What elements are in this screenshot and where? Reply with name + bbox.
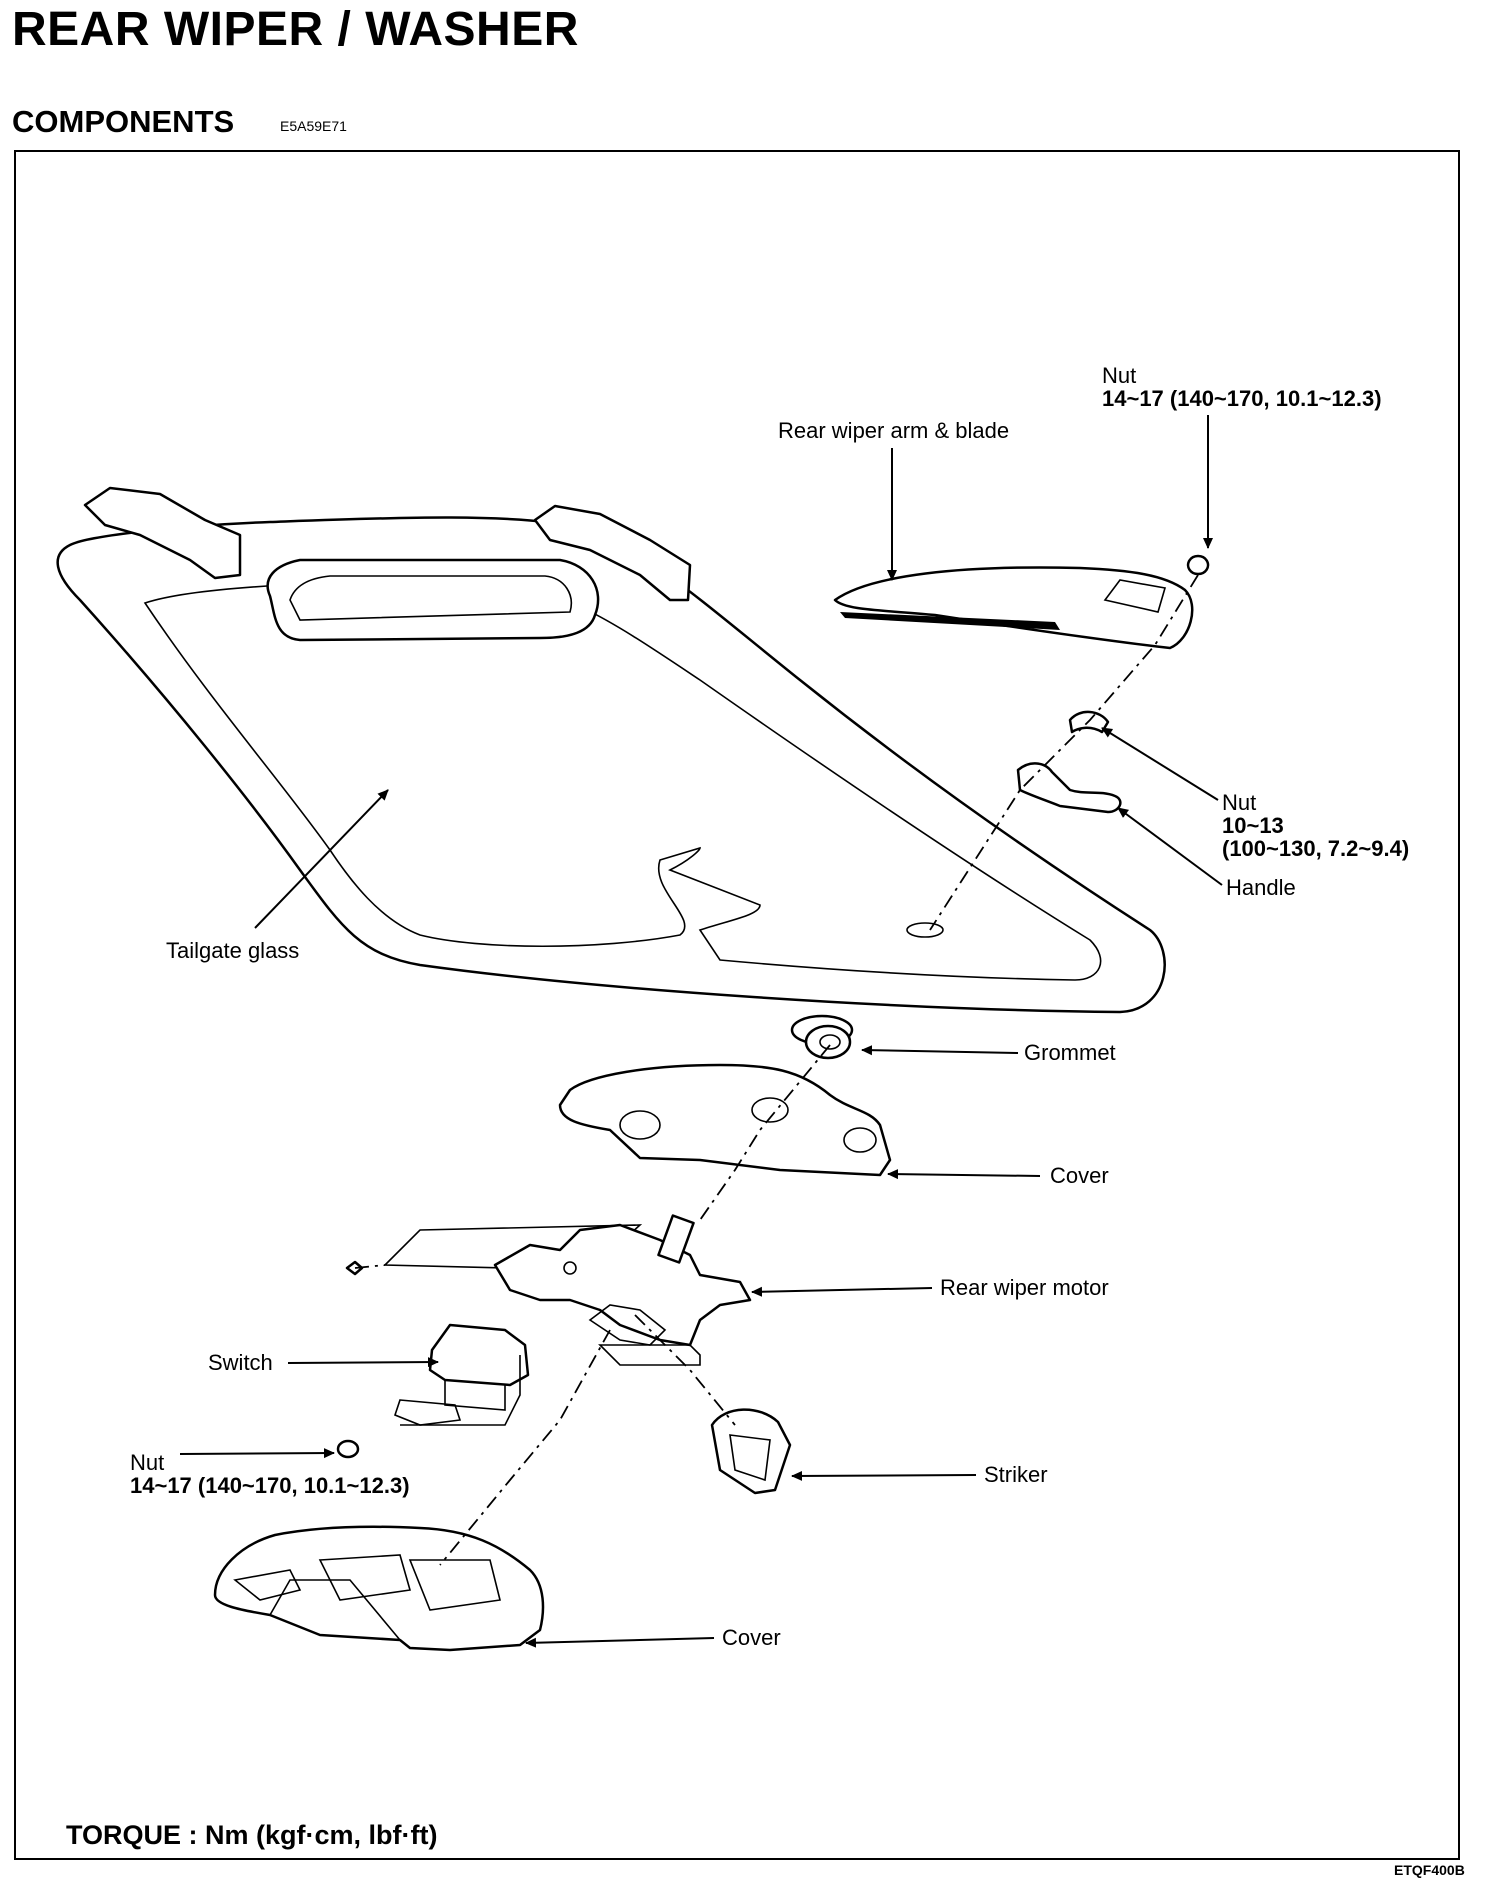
nut-mid-torque-line1: 10~13 <box>1222 813 1284 838</box>
page-title: REAR WIPER / WASHER <box>12 3 579 56</box>
lower-cover-label: Cover <box>722 1625 781 1650</box>
diagram-frame <box>14 150 1460 1860</box>
switch-label: Switch <box>208 1350 273 1375</box>
nut-and-handle-parts <box>1016 710 1122 814</box>
nut-low-label: Nut <box>130 1450 164 1475</box>
wiper-arm-blade-part <box>833 554 1210 650</box>
upper-cover-part <box>558 1063 892 1177</box>
figure-code: ETQF400B <box>1394 1862 1465 1878</box>
nut-top-torque: 14~17 (140~170, 10.1~12.3) <box>1102 386 1382 411</box>
torque-units-note: TORQUE : Nm (kgf·cm, lbf·ft) <box>66 1820 438 1850</box>
lower-cover-part <box>213 1525 545 1652</box>
switch-part <box>394 1323 530 1426</box>
wiper-arm-blade-label: Rear wiper arm & blade <box>778 418 1009 443</box>
nut-mid-label: Nut <box>1222 790 1256 815</box>
nut-mid-torque-line2: (100~130, 7.2~9.4) <box>1222 836 1409 861</box>
wiper-motor-part <box>345 1214 752 1366</box>
striker-part <box>710 1408 792 1495</box>
nut-top-label: Nut <box>1102 363 1136 388</box>
striker-label: Striker <box>984 1462 1048 1487</box>
tailgate-glass-part <box>56 486 1166 1014</box>
tailgate-glass-label: Tailgate glass <box>166 938 299 963</box>
leader-arrows <box>179 415 1223 1648</box>
grommet-label: Grommet <box>1024 1040 1116 1065</box>
assembly-alignment-lines <box>354 574 1199 1566</box>
grommet-part <box>790 1014 854 1060</box>
wiper-motor-label: Rear wiper motor <box>940 1275 1109 1300</box>
nut-low-torque: 14~17 (140~170, 10.1~12.3) <box>130 1473 410 1498</box>
handle-label: Handle <box>1226 875 1296 900</box>
upper-cover-label: Cover <box>1050 1163 1109 1188</box>
document-code: E5A59E71 <box>280 118 347 134</box>
lower-nut-part <box>336 1439 360 1459</box>
section-title: COMPONENTS <box>12 104 235 139</box>
